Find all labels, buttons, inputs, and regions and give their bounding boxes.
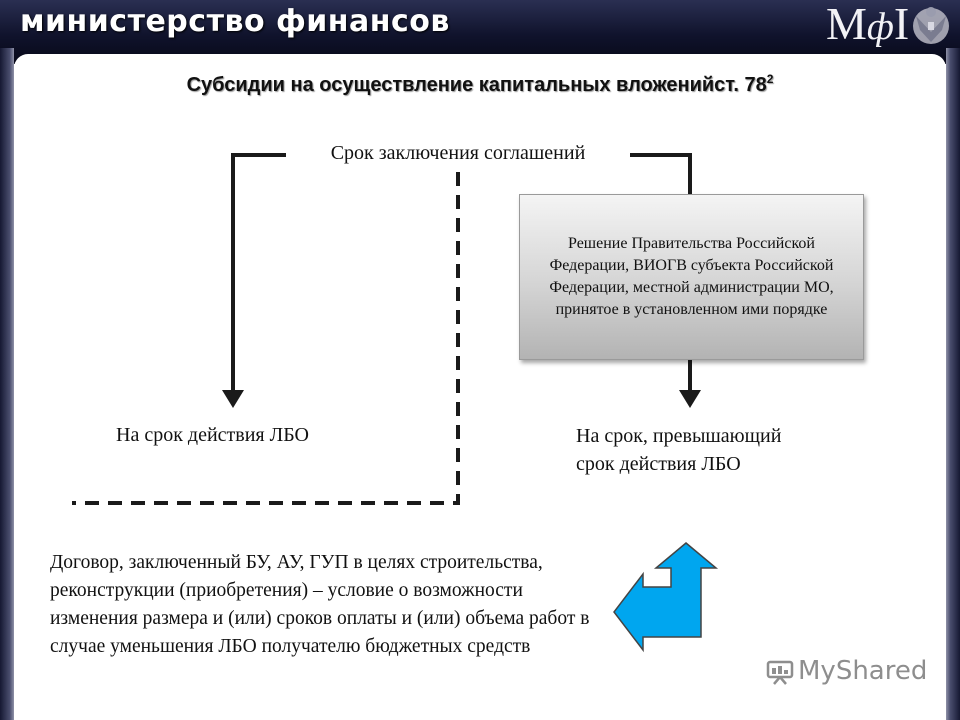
ministry-name: министерство финансов [20, 4, 450, 39]
ministry-logo: МфI [826, 0, 909, 51]
term-title: Срок заключения соглашений [296, 142, 620, 165]
right-branch-line-2: срок действия ЛБО [576, 453, 741, 475]
left-branch-label: На срок действия ЛБО [116, 424, 309, 446]
logo-letter-m: М [826, 0, 867, 49]
left-connector-line [231, 153, 286, 392]
right-branch-label: На срок, превышающий срок действия ЛБО [576, 422, 781, 478]
slide-title-superscript: 2 [766, 72, 774, 86]
right-branch-line-1: На срок, превышающий [576, 425, 782, 447]
decision-text: Решение Правительства Российской Федерац… [549, 235, 834, 318]
right-connector-line [630, 153, 692, 196]
coat-of-arms-icon [913, 7, 949, 44]
watermark-text: MyShared [798, 656, 928, 686]
presentation-board-icon [766, 660, 794, 685]
left-arrowhead [222, 390, 244, 408]
slide-title: Субсидии на осуществление капитальных вл… [0, 72, 960, 97]
dashed-connector [72, 172, 460, 505]
watermark: MyShared [766, 656, 927, 686]
header-bar: министерство финансов МфI [0, 0, 960, 64]
blue-return-arrow-icon [613, 542, 719, 653]
right-frame [946, 48, 960, 720]
right-arrowhead [679, 390, 701, 408]
decision-box: Решение Правительства Российской Федерац… [519, 194, 864, 360]
logo-letter-f: ф [866, 6, 894, 48]
left-frame [0, 48, 14, 720]
slide-title-text: Субсидии на осуществление капитальных вл… [186, 74, 767, 96]
contract-text: Договор, заключенный БУ, АУ, ГУП в целях… [50, 552, 590, 657]
slide-card [14, 54, 946, 720]
logo-letter-i: I [893, 0, 910, 49]
